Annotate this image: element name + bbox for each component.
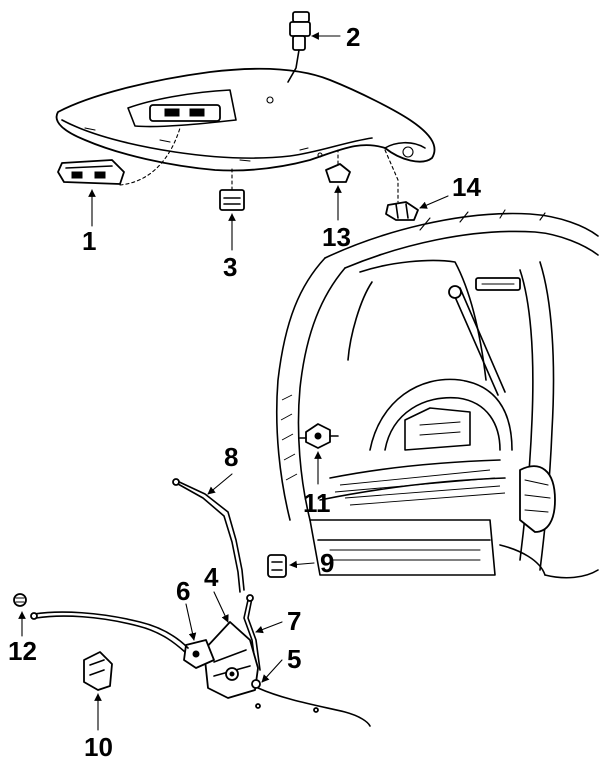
callout-4: 4 [204,562,219,592]
bumper [325,149,351,183]
callout-13: 13 [322,222,351,252]
latch-cover [83,651,113,691]
callout-8: 8 [224,442,238,472]
license-lamp [57,127,181,186]
release-cable [30,611,371,727]
callout-10: 10 [84,732,113,762]
prop-bracket [384,149,419,221]
callout-9: 9 [320,548,334,578]
callout-14: 14 [452,172,481,202]
latch-assembly [183,621,261,699]
rod-clip [267,554,287,578]
leader-arrows [18,32,449,731]
callout-2: 2 [346,22,360,52]
lock-cylinder [287,11,311,83]
callout-7: 7 [287,606,301,636]
callout-1: 1 [82,226,96,256]
callout-5: 5 [287,644,301,674]
callout-11: 11 [303,488,331,518]
striker [299,423,339,449]
callout-3: 3 [223,252,237,282]
control-rod [172,478,245,593]
cable-end-cap [13,593,27,607]
callout-6: 6 [176,576,190,606]
molding-clip [219,167,245,211]
liftgate-molding [55,67,436,172]
vehicle-rear [275,209,599,579]
callout-12: 12 [8,636,37,666]
